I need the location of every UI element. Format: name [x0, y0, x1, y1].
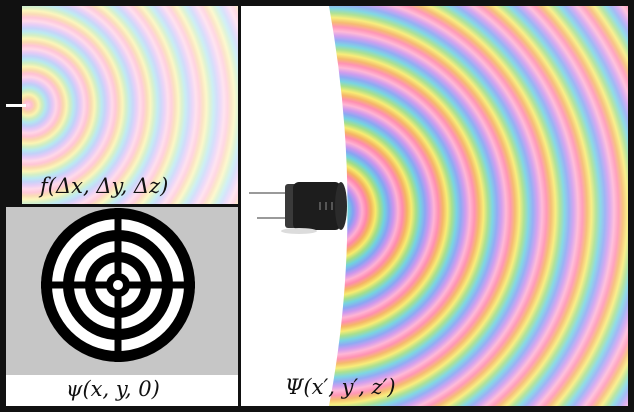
field-panel: Ψ(x′, y′, z′) [241, 6, 628, 406]
field-wave-svg [241, 6, 628, 406]
frame-border-bottom [0, 406, 634, 412]
aperture-panel: ψ(x, y, 0) [6, 207, 238, 406]
kernel-label: f(Δx, Δy, Δz) [40, 174, 169, 198]
aperture-pattern [41, 208, 195, 362]
frame-border-top [0, 0, 634, 6]
aperture-label-strip [6, 375, 238, 406]
frame-border-right [628, 0, 634, 412]
aperture-label: ψ(x, y, 0) [66, 377, 160, 401]
kernel-panel: f(Δx, Δy, Δz) [6, 6, 238, 204]
frame-divider-horizontal [0, 204, 241, 207]
kernel-wave-svg [6, 6, 238, 204]
field-label: Ψ(x′, y′, z′) [285, 375, 396, 399]
ultrasonic-transducer-icon [249, 182, 347, 234]
aperture-svg [6, 207, 238, 406]
point-source-icon [6, 104, 26, 107]
kernel-wave-fade [6, 6, 238, 204]
